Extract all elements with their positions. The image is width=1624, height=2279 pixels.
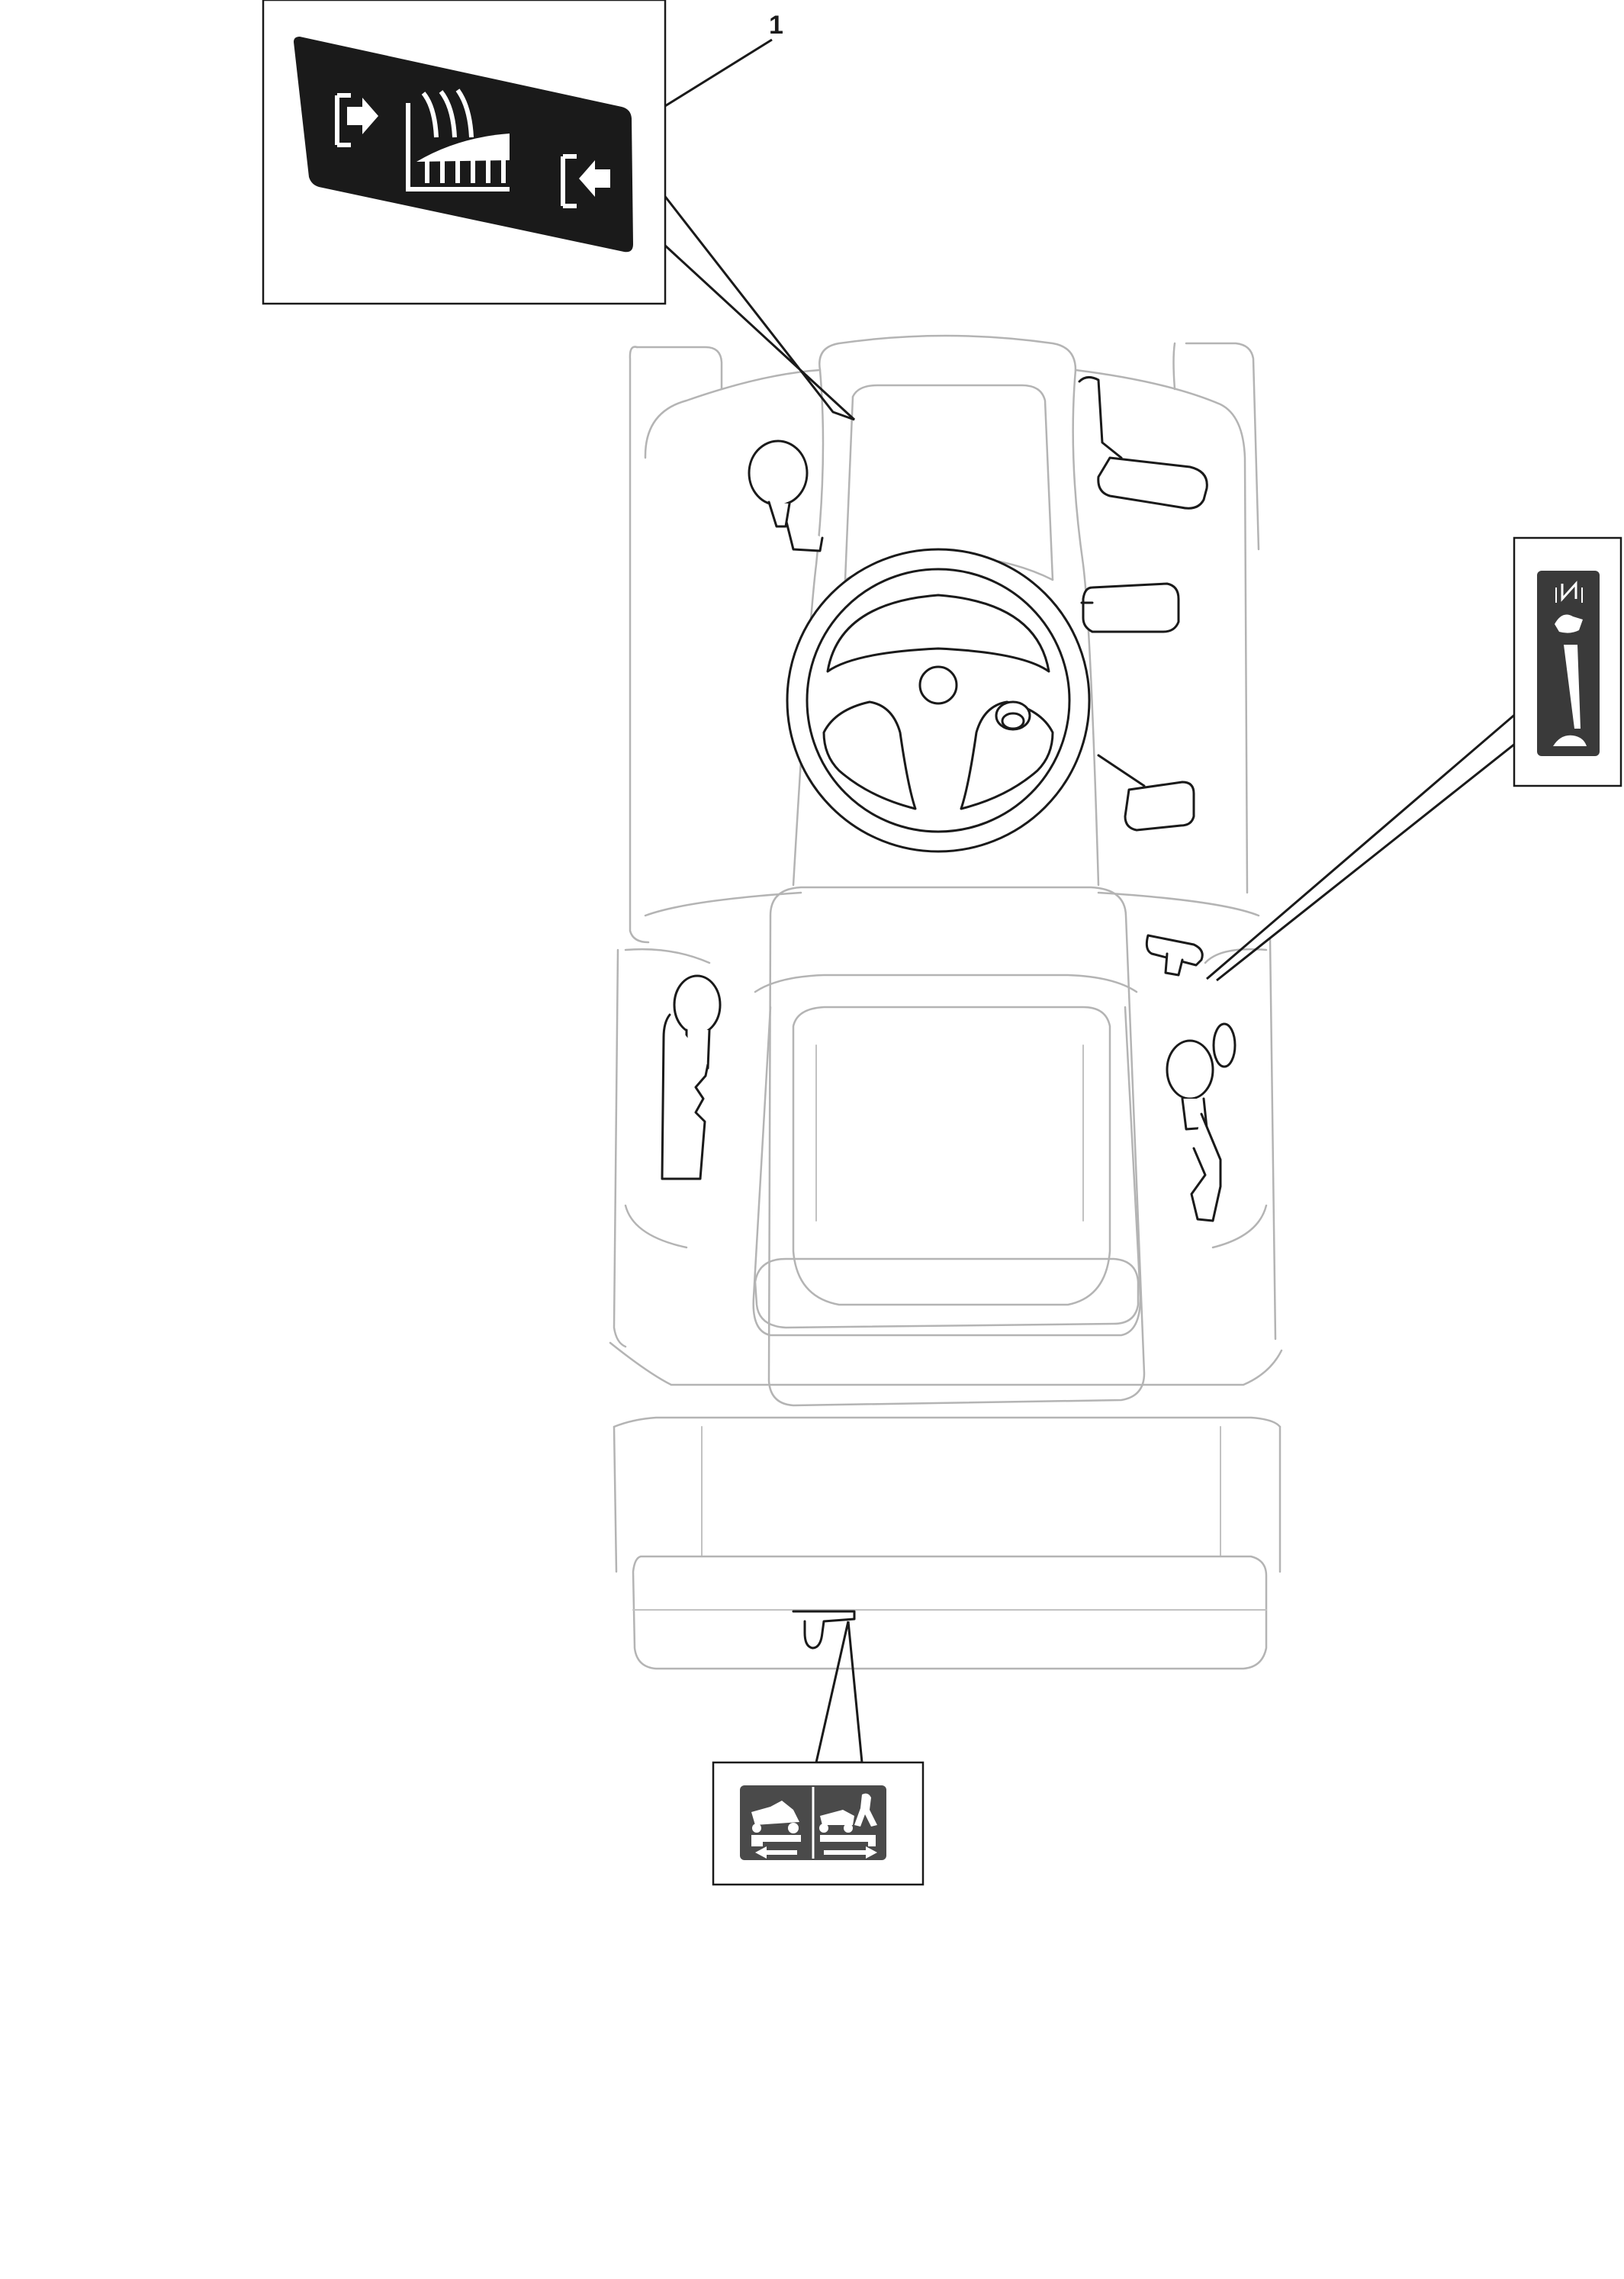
- right-rear-lever: [1166, 1022, 1236, 1222]
- throttle-knob: [1145, 934, 1204, 977]
- decal-inset-mower-deck: 1: [262, 0, 783, 305]
- decal-inset-throttle: [1513, 536, 1622, 787]
- leader-lines: [628, 38, 1550, 1764]
- decal-inset-reverse: [712, 1761, 925, 1886]
- left-front-lever: [748, 439, 824, 552]
- callout-1: 1: [769, 11, 783, 40]
- steering-wheel: [786, 548, 1091, 853]
- rear-latch: [792, 1610, 856, 1650]
- left-rear-lever: [661, 974, 722, 1180]
- pedals: [1078, 376, 1208, 832]
